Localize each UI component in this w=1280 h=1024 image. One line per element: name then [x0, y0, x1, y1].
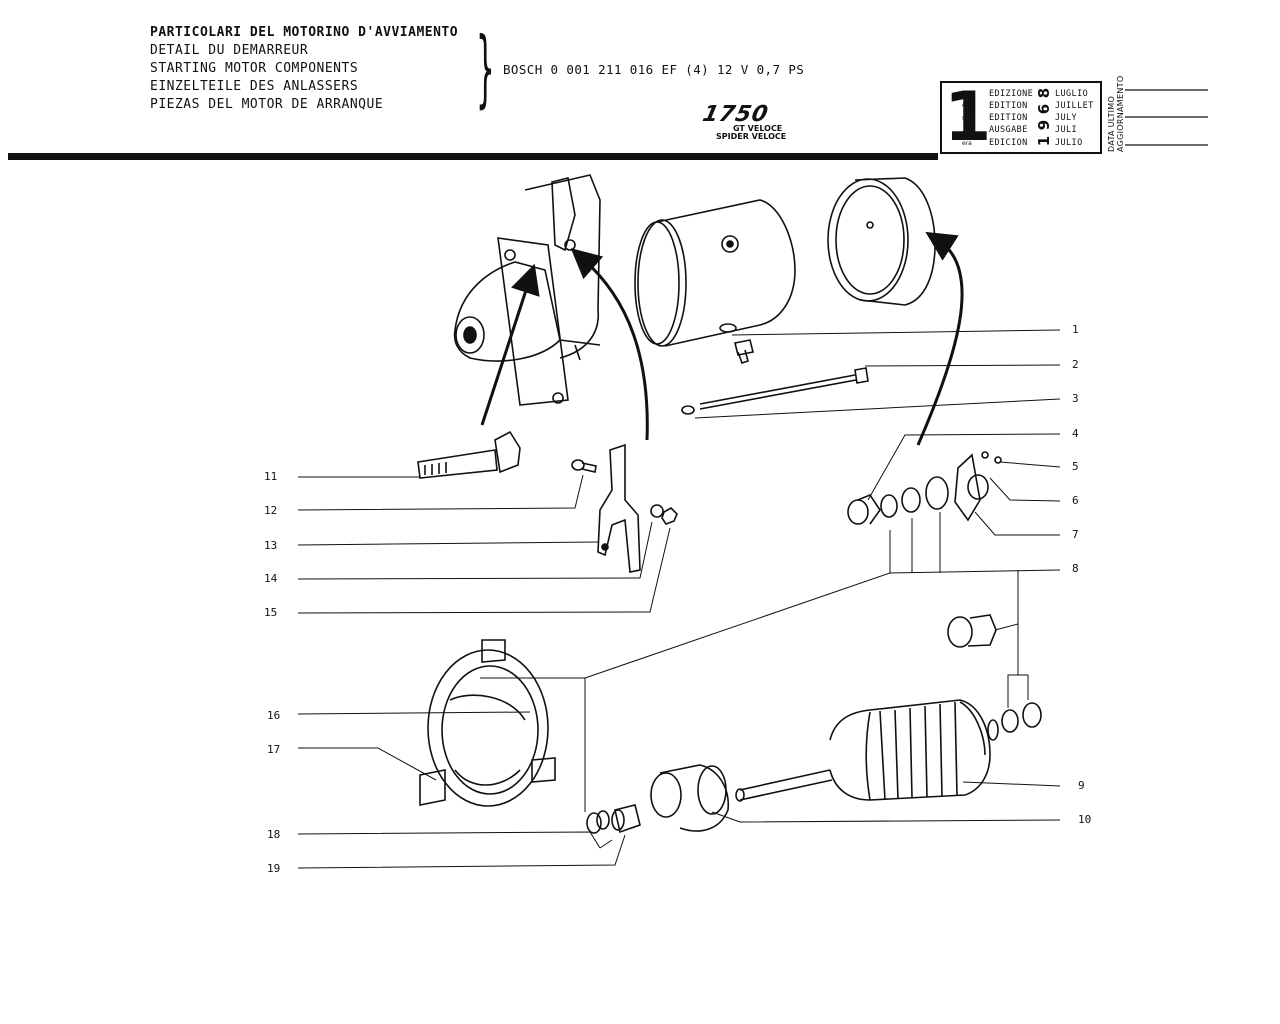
callout-14: 14 — [264, 572, 278, 585]
leader-lines — [297, 329, 1061, 869]
callout-12: 12 — [264, 504, 278, 517]
assembly-arrows — [480, 231, 964, 446]
armature — [735, 699, 999, 802]
callout-11: 11 — [264, 470, 278, 483]
title-german: EINZELTEILE DES ANLASSERS — [150, 79, 359, 94]
edition-month: JULY — [1055, 113, 1078, 123]
callout-9: 9 — [1078, 779, 1085, 792]
edition-suffix: a — [962, 89, 966, 96]
end-bracket — [954, 451, 1002, 522]
callout-5: 5 — [1072, 460, 1079, 473]
title-spanish: PIEZAS DEL MOTOR DE ARRANQUE — [150, 97, 384, 112]
callout-13: 13 — [264, 539, 278, 552]
fork-lever — [597, 443, 641, 573]
callout-10: 10 — [1078, 813, 1092, 826]
armature-washers — [1001, 702, 1042, 733]
callout-16: 16 — [267, 709, 281, 722]
edition-box — [940, 81, 1102, 154]
callout-4: 4 — [1072, 427, 1079, 440]
title-french: DETAIL DU DEMARREUR — [150, 43, 309, 58]
callout-8: 8 — [1072, 562, 1079, 575]
nut-and-washer — [650, 504, 678, 525]
title-block: PARTICOLARI DEL MOTORINO D'AVVIAMENTO DE… — [150, 24, 458, 114]
edition-word: EDIZIONE — [989, 89, 1034, 99]
edition-word: EDICION — [989, 138, 1028, 148]
bushings-18-19 — [586, 804, 641, 834]
part-spec: BOSCH 0 001 211 016 EF (4) 12 V 0,7 PS — [503, 62, 805, 77]
through-bolt — [681, 367, 869, 415]
cover-band — [827, 177, 936, 306]
callout-18: 18 — [267, 828, 281, 841]
edition-month: JULI — [1055, 125, 1078, 135]
callout-7: 7 — [1072, 528, 1079, 541]
title-brace: } — [476, 19, 495, 117]
brush-holder — [419, 639, 556, 807]
edition-month: LUGLIO — [1055, 89, 1089, 99]
edition-word: EDITION — [989, 101, 1028, 111]
callout-17: 17 — [267, 743, 281, 756]
commutator-end-parts — [847, 476, 949, 525]
callout-1: 1 — [1072, 323, 1079, 336]
drive-end-housing — [453, 174, 601, 406]
header-rule — [8, 153, 938, 160]
callout-2: 2 — [1072, 358, 1079, 371]
title-english: STARTING MOTOR COMPONENTS — [150, 61, 359, 76]
callout-6: 6 — [1072, 494, 1079, 507]
model-sub-gt: GT VELOCE — [733, 124, 783, 133]
title-italian: PARTICOLARI DEL MOTORINO D'AVVIAMENTO — [150, 25, 459, 40]
edition-word: AUSGABE — [989, 125, 1028, 135]
edition-word: EDITION — [989, 113, 1028, 123]
update-lines — [1125, 89, 1208, 146]
screw-1 — [734, 339, 754, 365]
callout-3: 3 — [1072, 392, 1079, 405]
edition-suffix: . — [962, 127, 964, 134]
bolt-11 — [417, 430, 521, 479]
yoke-housing — [634, 199, 796, 347]
edition-number: 1 — [944, 78, 992, 157]
edition-month: JUILLET — [1055, 101, 1094, 111]
callout-15: 15 — [264, 606, 278, 619]
screw-12 — [571, 459, 597, 473]
edition-suffix: era — [962, 140, 972, 147]
shaft-cap — [947, 614, 997, 648]
edition-suffix: st — [962, 115, 968, 122]
edition-month: JULIO — [1055, 138, 1083, 148]
callout-19: 19 — [267, 862, 281, 875]
model-sub-spider: SPIDER VELOCE — [716, 132, 787, 141]
edition-suffix: ere — [962, 102, 972, 109]
pinion — [650, 764, 729, 832]
